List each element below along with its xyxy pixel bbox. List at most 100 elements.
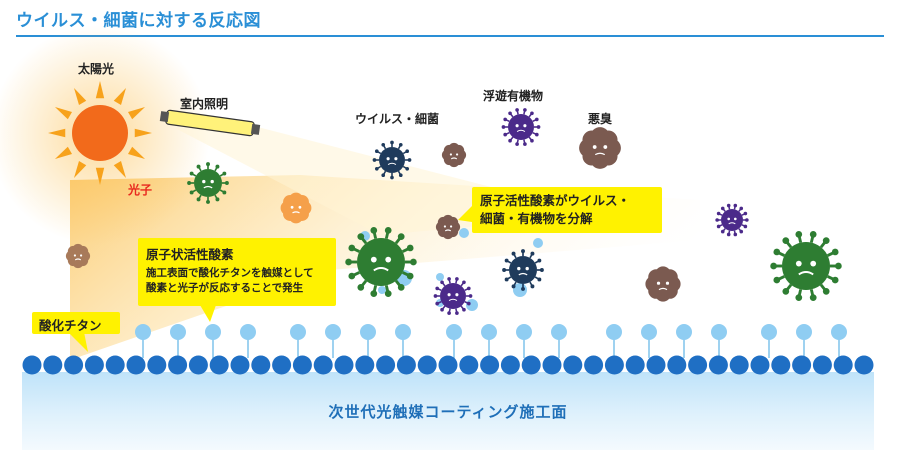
surface-molecule [188,355,208,375]
oxygen-molecule [395,324,411,340]
surface-molecule [604,355,624,375]
bacteria-brown-icon [65,243,91,269]
surface-molecule [147,355,167,375]
surface-molecule [563,355,583,375]
label-airborne-organics: 浮遊有機物 [483,89,544,103]
sun-ray [113,87,126,106]
surface-molecule [812,355,832,375]
surface-molecule [792,355,812,375]
surface-molecule [334,355,354,375]
label-odor: 悪臭 [588,112,613,126]
surface-molecule [251,355,271,375]
callout-atomic-oxygen-line2: 酸素と光子が反応することで発生 [146,282,304,294]
sun-ray [74,87,87,106]
oxygen-molecule [761,324,777,340]
surface-molecule [168,355,188,375]
page-title: ウイルス・細菌に対する反応図 [16,11,261,31]
surface-molecule [209,355,229,375]
oxygen-molecule [796,324,812,340]
surface-molecule [126,355,146,375]
odor-blob-icon [579,127,621,169]
callout-decomposition-line1: 原子活性酸素がウイルス・ [480,193,631,208]
surface-molecule [438,355,458,375]
surface-molecule [646,355,666,375]
oxygen-molecule [551,324,567,340]
oxygen-molecule [446,324,462,340]
callout-atomic-oxygen: 原子状活性酸素 施工表面で酸化チタンを触媒として 酸素と光子が反応することで発生 [138,238,336,306]
oxygen-molecule [240,324,256,340]
oxygen-molecule [205,324,221,340]
surface-molecule [708,355,728,375]
bacteria-orange-icon [280,192,312,224]
virus-navy-icon [502,249,544,291]
surface-molecule [376,355,396,375]
surface-molecule [292,355,312,375]
oxygen-molecule [290,324,306,340]
callout-atomic-oxygen-line1: 施工表面で酸化チタンを触媒として [146,267,314,279]
coating-label: 次世代光触媒コーティング施工面 [328,403,568,421]
surface-molecule [417,355,437,375]
virus-green-icon [770,231,842,301]
sun-ray [127,107,146,120]
surface-molecule [459,355,479,375]
sun-ray [54,107,73,120]
virus-navy-icon [372,140,412,180]
surface-molecule [667,355,687,375]
callout-pointer-atomic-oxygen [200,305,216,322]
oxygen-molecule [170,324,186,340]
surface-molecule [584,355,604,375]
oxygen-molecule [676,324,692,340]
callout-decomposition-line2: 細菌・有機物を分解 [480,211,593,226]
surface-molecule [729,355,749,375]
sun-ray [134,128,152,138]
virus-green-icon [345,227,417,297]
callout-pointer-titanium [68,332,88,352]
sun-ray [113,160,126,179]
surface-molecule [272,355,292,375]
surface-molecule [688,355,708,375]
surface-molecule [396,355,416,375]
surface-molecule [771,355,791,375]
oxygen-molecule [711,324,727,340]
bacteria-brown-icon [435,214,461,240]
surface-molecule [355,355,375,375]
oxygen-molecule [831,324,847,340]
sun-ray [54,146,73,159]
sun-icon [48,81,152,185]
surface-molecule [64,355,84,375]
oxygen-molecule [135,324,151,340]
sun-ray [127,146,146,159]
surface-molecule [542,355,562,375]
callout-atomic-oxygen-heading: 原子状活性酸素 [146,247,234,262]
surface-molecule [521,355,541,375]
surface-molecule [105,355,125,375]
surface-molecule [230,355,250,375]
oxygen-molecule [360,324,376,340]
title-divider [16,35,884,37]
label-photon: 光子 [128,183,153,197]
oxygen-molecule [606,324,622,340]
virus-purple-icon [501,108,541,146]
surface-molecule [43,355,63,375]
sun-ray [74,160,87,179]
surface-molecule [750,355,770,375]
label-virus-bacteria: ウイルス・細菌 [355,112,440,126]
coating-surface [22,372,874,450]
oxygen-molecule [641,324,657,340]
virus-green-icon [187,162,229,204]
label-indoor-light: 室内照明 [180,97,229,111]
oxygen-molecule [516,324,532,340]
surface-molecule [854,355,874,375]
bacteria-brown-icon [441,142,467,168]
virus-purple-icon [433,277,473,315]
sun-ray [48,128,66,138]
virus-purple-icon [715,203,749,237]
sun-ray [95,167,105,185]
surface-molecule [500,355,520,375]
oxygen-molecule [325,324,341,340]
oxygen-molecule [481,324,497,340]
bacteria-brown-icon [645,266,681,302]
label-sun: 太陽光 [78,62,115,76]
sun-ray [95,81,105,99]
